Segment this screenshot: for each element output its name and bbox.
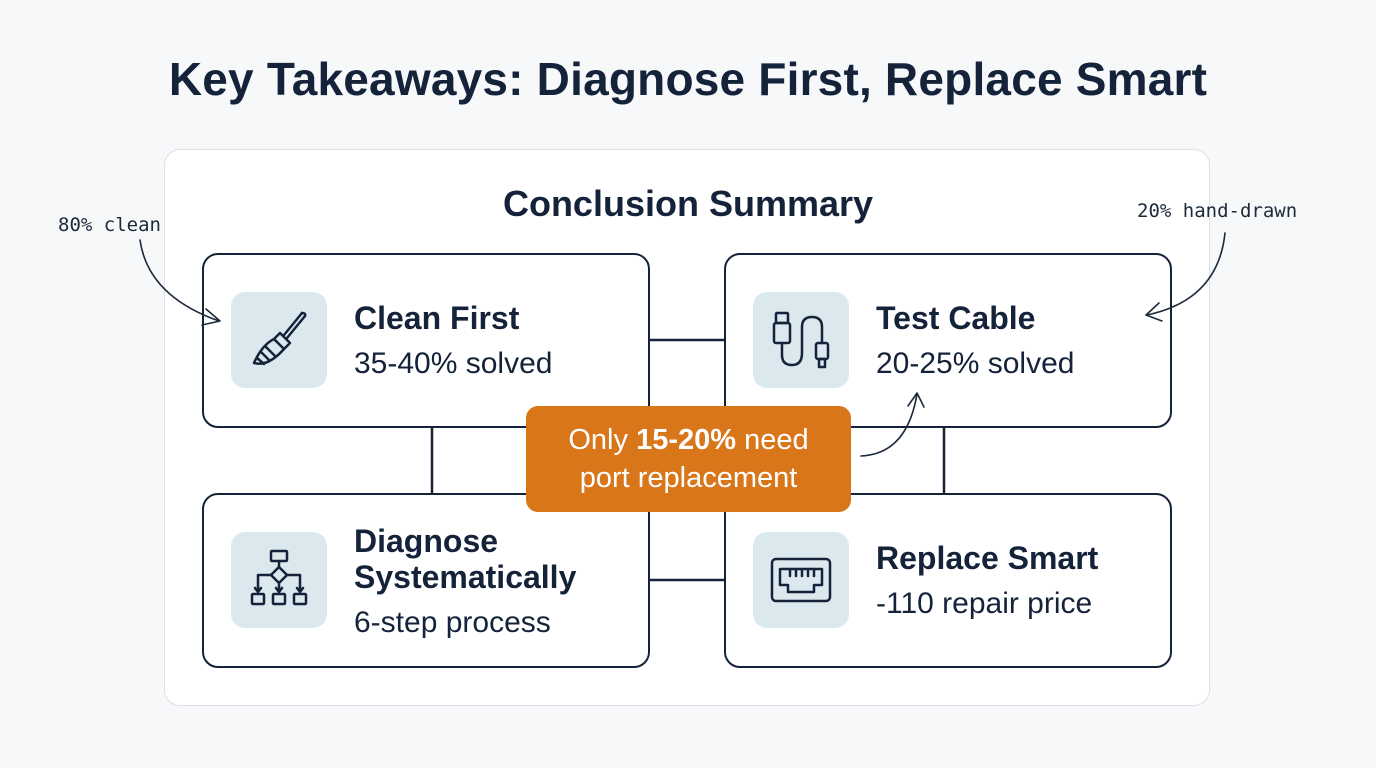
- callout-highlight: 15-20%: [636, 424, 737, 456]
- card-heading-line2: Systematically: [354, 559, 577, 595]
- card-subtitle: -110 repair price: [876, 587, 1093, 620]
- card-heading-line1: Diagnose: [354, 523, 499, 559]
- icon-tile: [231, 532, 327, 628]
- callout-prefix: Only: [568, 424, 637, 456]
- icon-tile: [753, 532, 849, 628]
- flowchart-icon: [250, 549, 308, 606]
- card-subtitle: 20-25% solved: [876, 347, 1075, 380]
- card-heading: Test Cable: [876, 300, 1036, 336]
- port-icon: [770, 557, 832, 603]
- annotation-right: 20% hand-drawn: [1137, 200, 1298, 222]
- callout-line2: port replacement: [579, 462, 798, 494]
- icon-tile: [231, 292, 327, 388]
- brush-icon: [252, 311, 307, 366]
- panel-title: Conclusion Summary: [502, 183, 874, 224]
- callout-line1: Only 15-20% need: [568, 421, 808, 459]
- callout-box: Only 15-20% need port replacement: [526, 406, 851, 512]
- card-subtitle: 35-40% solved: [354, 347, 553, 380]
- card-test-cable: Test Cable 20-25% solved: [724, 253, 1172, 428]
- annotation-left: 80% clean: [58, 214, 161, 236]
- usb-cable-icon: [772, 311, 830, 369]
- card-subtitle: 6-step process: [354, 606, 551, 639]
- icon-tile: [753, 292, 849, 388]
- card-replace-smart: Replace Smart -110 repair price: [724, 493, 1172, 668]
- card-clean-first: Clean First 35-40% solved: [202, 253, 650, 428]
- page-title: Key Takeaways: Diagnose First, Replace S…: [168, 53, 1208, 105]
- card-heading: Replace Smart: [876, 540, 1099, 576]
- card-diagnose-systematically: Diagnose Systematically 6-step process: [202, 493, 650, 668]
- card-heading: Clean First: [354, 300, 520, 336]
- callout-suffix: need: [736, 424, 809, 456]
